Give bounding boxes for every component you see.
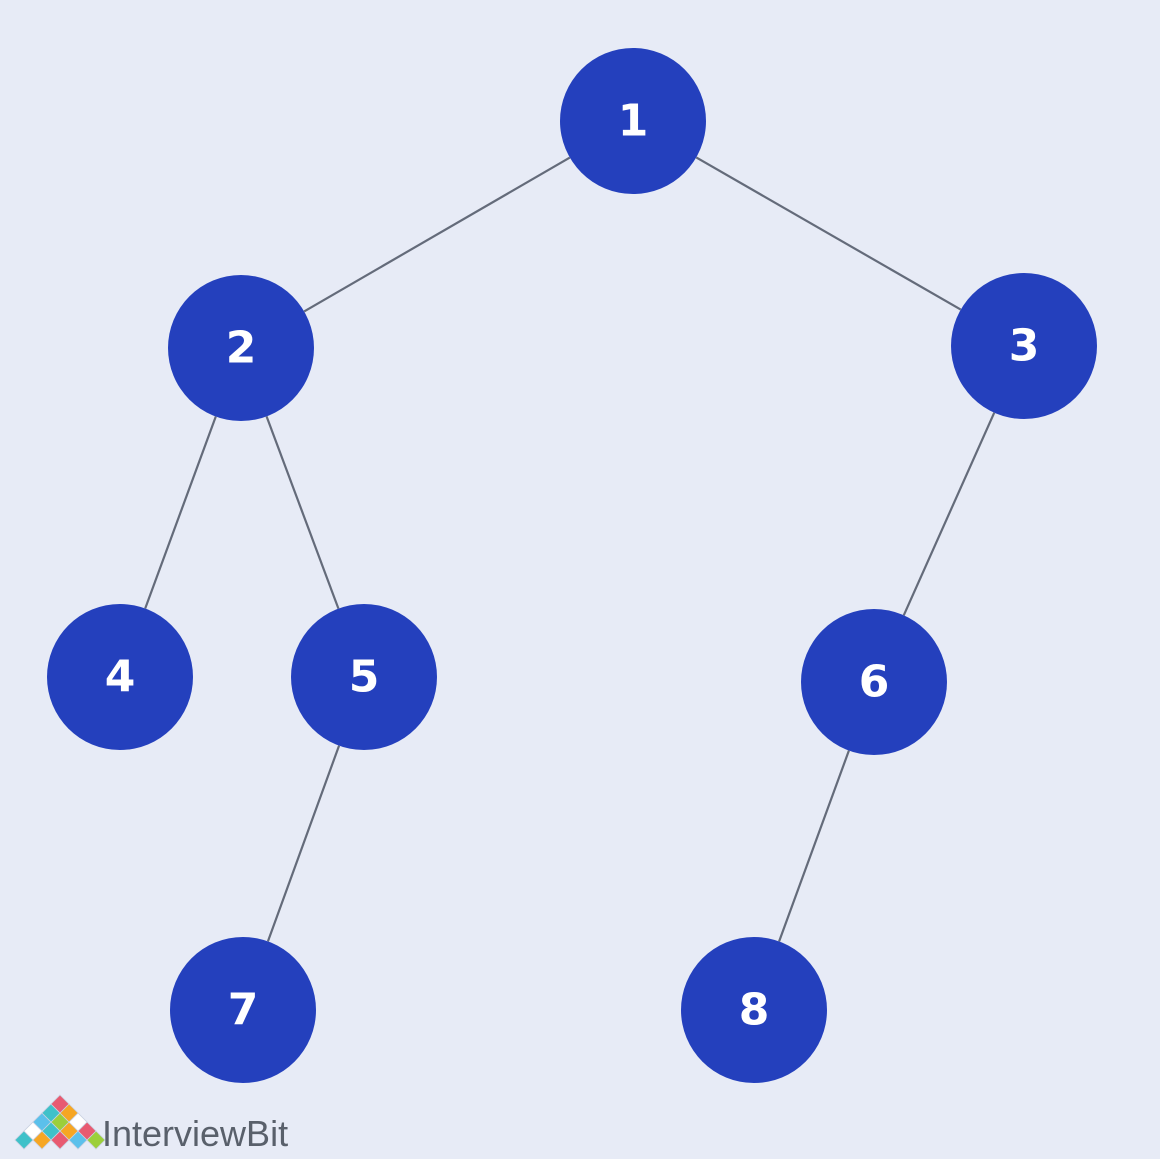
tree-node-5: 5 [291, 604, 437, 750]
logo-text: InterviewBit [102, 1113, 288, 1154]
node-label: 3 [1009, 321, 1040, 372]
node-circle [951, 273, 1097, 419]
node-label: 7 [228, 985, 259, 1036]
tree-nodes: 1 2 3 4 5 6 7 8 [47, 48, 1097, 1083]
node-label: 5 [349, 652, 380, 703]
tree-edges [144, 156, 996, 942]
node-circle [681, 937, 827, 1083]
interviewbit-diamond-grid-icon [14, 1094, 106, 1150]
node-circle [560, 48, 706, 194]
tree-node-6: 6 [801, 609, 947, 755]
tree-node-7: 7 [170, 937, 316, 1083]
logo-diamond-tile [50, 1094, 70, 1114]
tree-node-3: 3 [951, 273, 1097, 419]
node-circle [168, 275, 314, 421]
tree-node-2: 2 [168, 275, 314, 421]
node-circle [170, 937, 316, 1083]
node-label: 6 [859, 657, 890, 708]
node-label: 4 [105, 652, 136, 703]
edge-n2-n4 [144, 416, 217, 609]
node-circle [47, 604, 193, 750]
node-label: 1 [618, 96, 649, 147]
edge-n3-n6 [902, 412, 996, 616]
edge-n6-n8 [778, 750, 850, 942]
edge-n5-n7 [266, 745, 341, 942]
node-circle [801, 609, 947, 755]
interviewbit-logo: InterviewBit [14, 1094, 288, 1154]
edge-n1-n2 [303, 156, 571, 313]
node-circle [291, 604, 437, 750]
edge-n2-n5 [265, 415, 340, 610]
tree-node-4: 4 [47, 604, 193, 750]
edge-n1-n3 [695, 156, 962, 311]
node-label: 2 [226, 323, 257, 374]
node-label: 8 [739, 985, 770, 1036]
tree-node-8: 8 [681, 937, 827, 1083]
tree-node-1: 1 [560, 48, 706, 194]
